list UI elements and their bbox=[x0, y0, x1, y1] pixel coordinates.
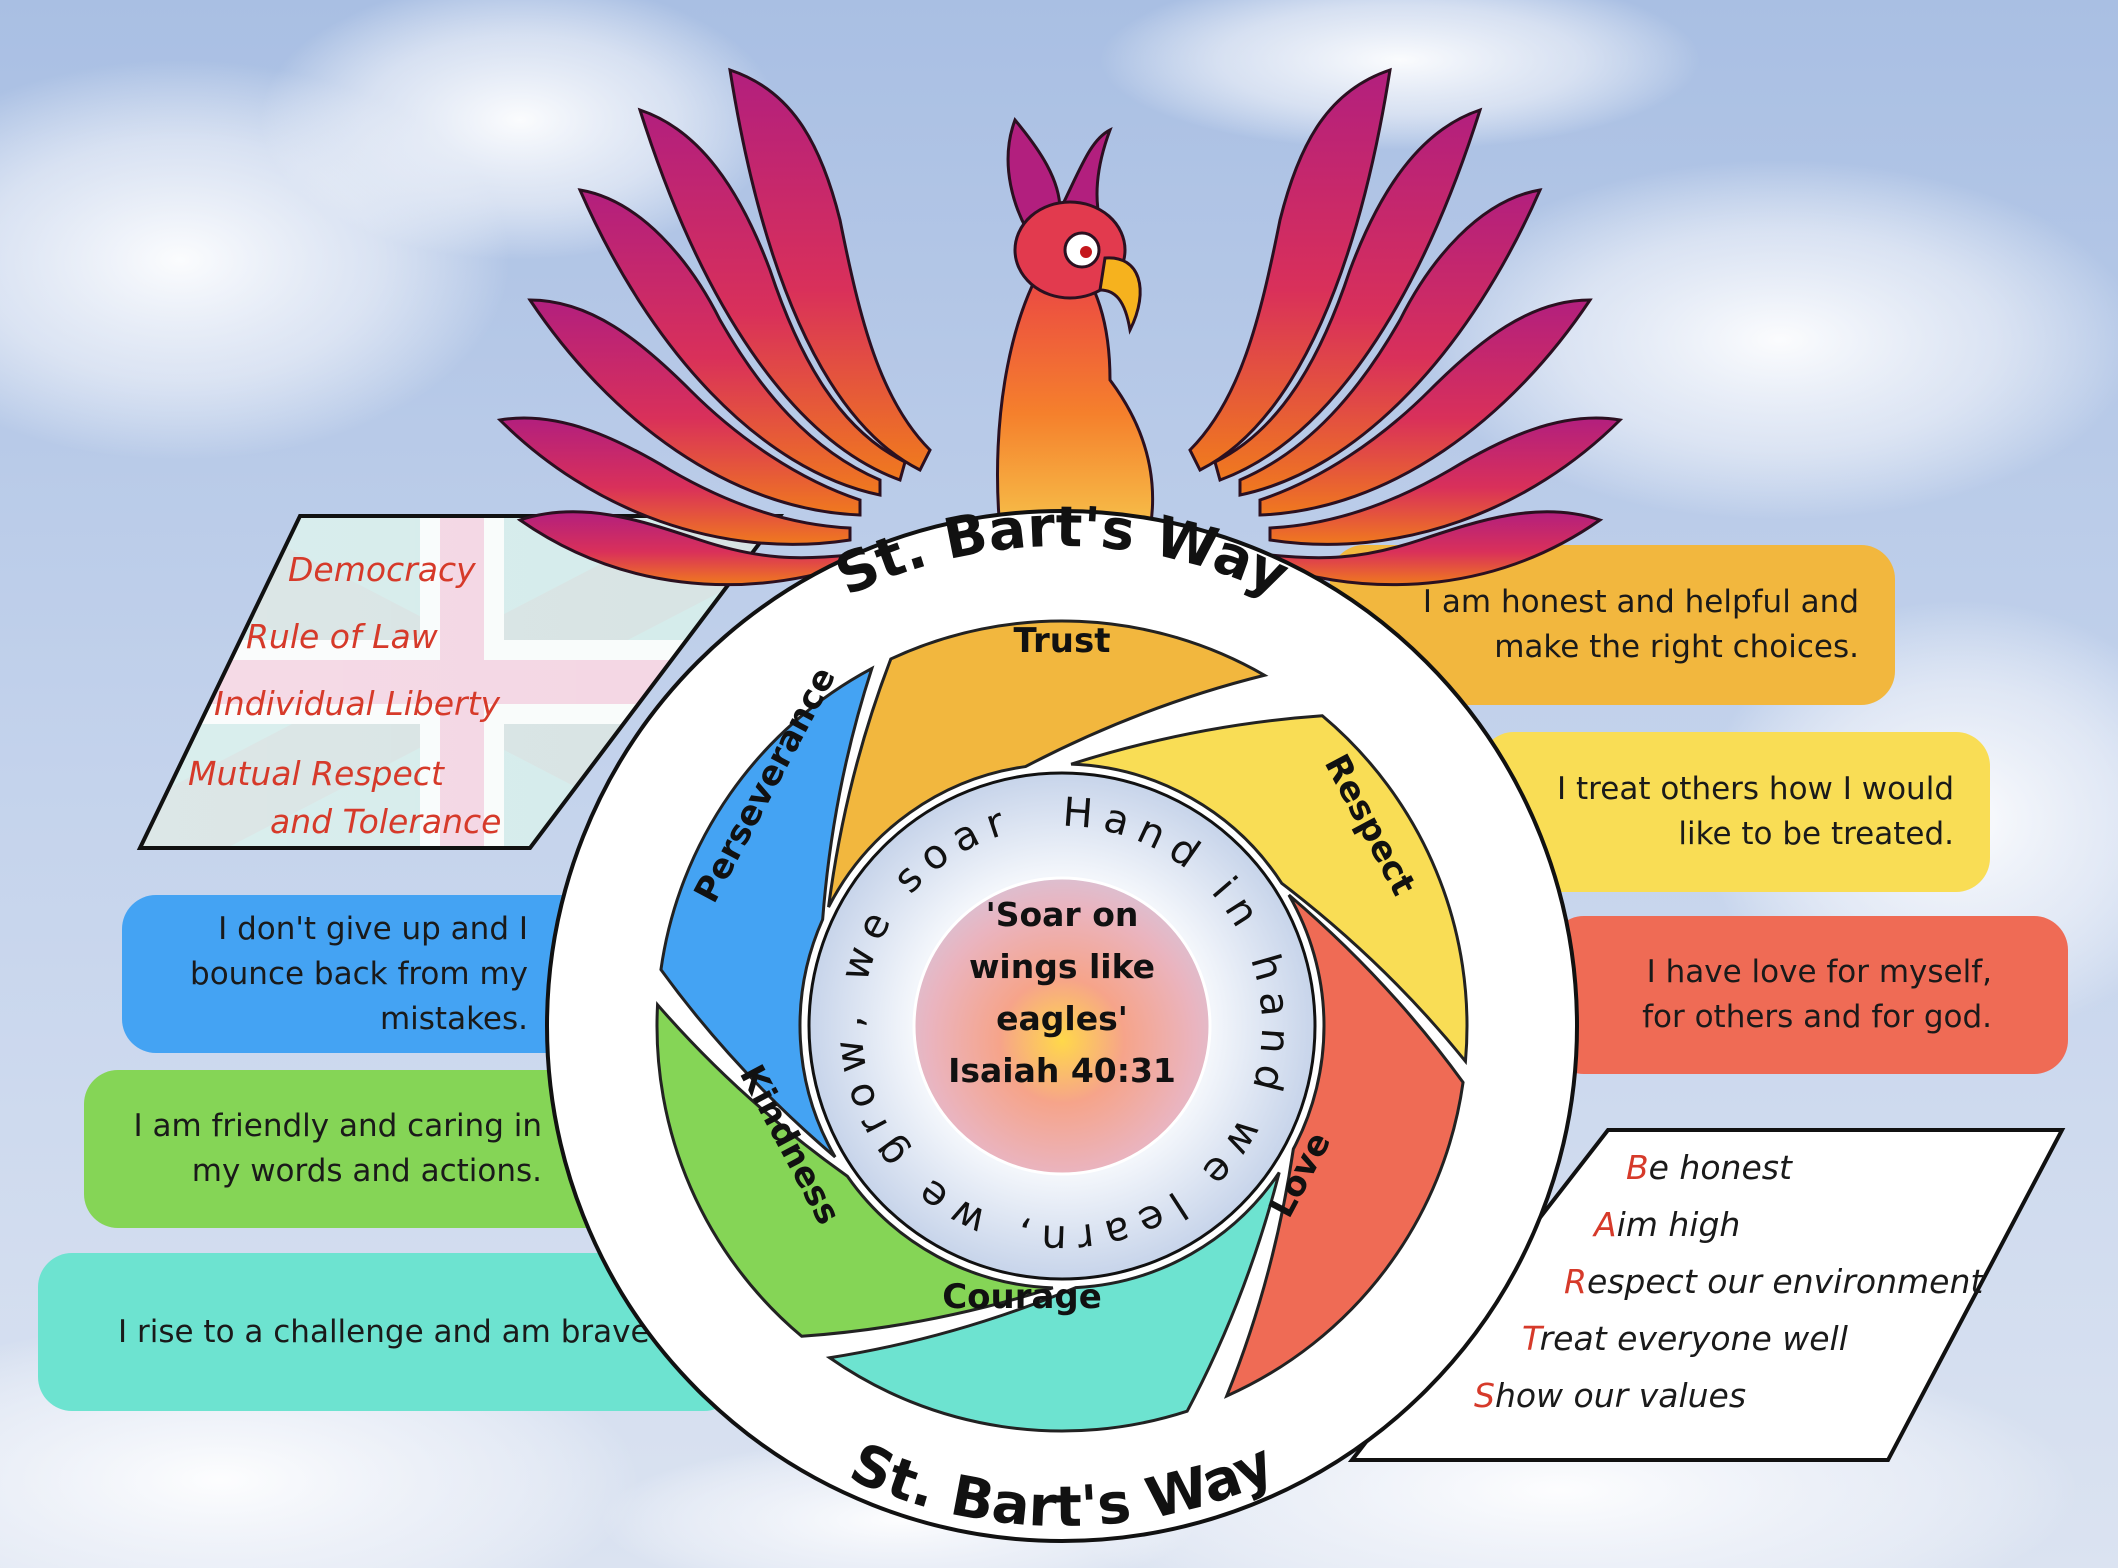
acronym-letter: S bbox=[1474, 1376, 1495, 1415]
trust-statement-line: I am honest and helpful and bbox=[1422, 584, 1859, 620]
title-word: Bart's bbox=[938, 495, 1138, 573]
love-statement-box: I have love for myself, for others and f… bbox=[1550, 916, 2068, 1074]
love-statement-line: for others and for god. bbox=[1642, 999, 1992, 1035]
respect-statement-line: I treat others how I would bbox=[1557, 771, 1954, 807]
respect-statement-line: like to be treated. bbox=[1678, 816, 1954, 852]
sunset-center bbox=[912, 876, 1212, 1176]
segment-label-courage: Courage bbox=[942, 1277, 1102, 1317]
perseverance-statement-line: I don't give up and I bbox=[218, 910, 528, 947]
british-value: and Tolerance bbox=[270, 802, 502, 841]
trust-statement-line: make the right choices. bbox=[1494, 629, 1859, 665]
kindness-statement-line: my words and actions. bbox=[191, 1153, 542, 1189]
acronym-rest: reat everyone well bbox=[1539, 1319, 1848, 1358]
acronym-item: Aim high bbox=[1594, 1205, 1740, 1244]
center-quote-line: 'Soar on bbox=[986, 895, 1139, 934]
acronym-letter: A bbox=[1594, 1205, 1617, 1244]
acronym-letter: R bbox=[1564, 1262, 1587, 1301]
acronym-rest: how our values bbox=[1494, 1376, 1747, 1415]
segment-love bbox=[1223, 893, 1465, 1399]
perseverance-statement-line: mistakes. bbox=[379, 1000, 528, 1037]
acronym-item: Treat everyone well bbox=[1522, 1319, 1848, 1358]
british-value: Democracy bbox=[288, 550, 476, 589]
acronym-rest: espect our environment bbox=[1586, 1262, 1984, 1301]
kindness-statement-line: I am friendly and caring in bbox=[133, 1108, 542, 1144]
acronym-item: Be honest bbox=[1626, 1148, 1792, 1187]
acronym-item: Show our values bbox=[1474, 1376, 1746, 1415]
acronym-rest: e honest bbox=[1648, 1148, 1792, 1187]
british-value: Rule of Law bbox=[246, 617, 438, 656]
segment-trust bbox=[827, 619, 1269, 908]
courage-statement-line: I rise to a challenge and am brave. bbox=[118, 1313, 660, 1350]
phoenix-icon bbox=[496, 67, 1624, 587]
acronym-rest: im high bbox=[1616, 1205, 1741, 1244]
acronym-letter: T bbox=[1522, 1319, 1540, 1358]
british-value: Individual Liberty bbox=[214, 684, 501, 723]
center-quote-line: Isaiah 40:31 bbox=[948, 1051, 1176, 1090]
segment-courage bbox=[825, 1171, 1281, 1433]
segment-kindness bbox=[655, 1001, 1054, 1338]
segment-label-trust: Trust bbox=[1014, 621, 1111, 661]
values-segments bbox=[655, 619, 1469, 1433]
respect-statement-box: I treat others how I would like to be tr… bbox=[1480, 732, 1990, 892]
acronym-letter: B bbox=[1626, 1148, 1649, 1187]
acronym-item: Respect our environment bbox=[1564, 1262, 1983, 1301]
segment-perseverance bbox=[659, 665, 875, 1159]
british-value: Mutual Respect bbox=[188, 754, 444, 793]
center-quote-line: eagles' bbox=[996, 999, 1128, 1038]
title-word: Bart's bbox=[946, 1463, 1134, 1540]
love-statement-line: I have love for myself, bbox=[1646, 954, 1992, 990]
perseverance-statement-line: bounce back from my bbox=[190, 955, 528, 992]
segment-respect bbox=[1070, 714, 1469, 1066]
center-quote-line: wings like bbox=[969, 947, 1155, 986]
